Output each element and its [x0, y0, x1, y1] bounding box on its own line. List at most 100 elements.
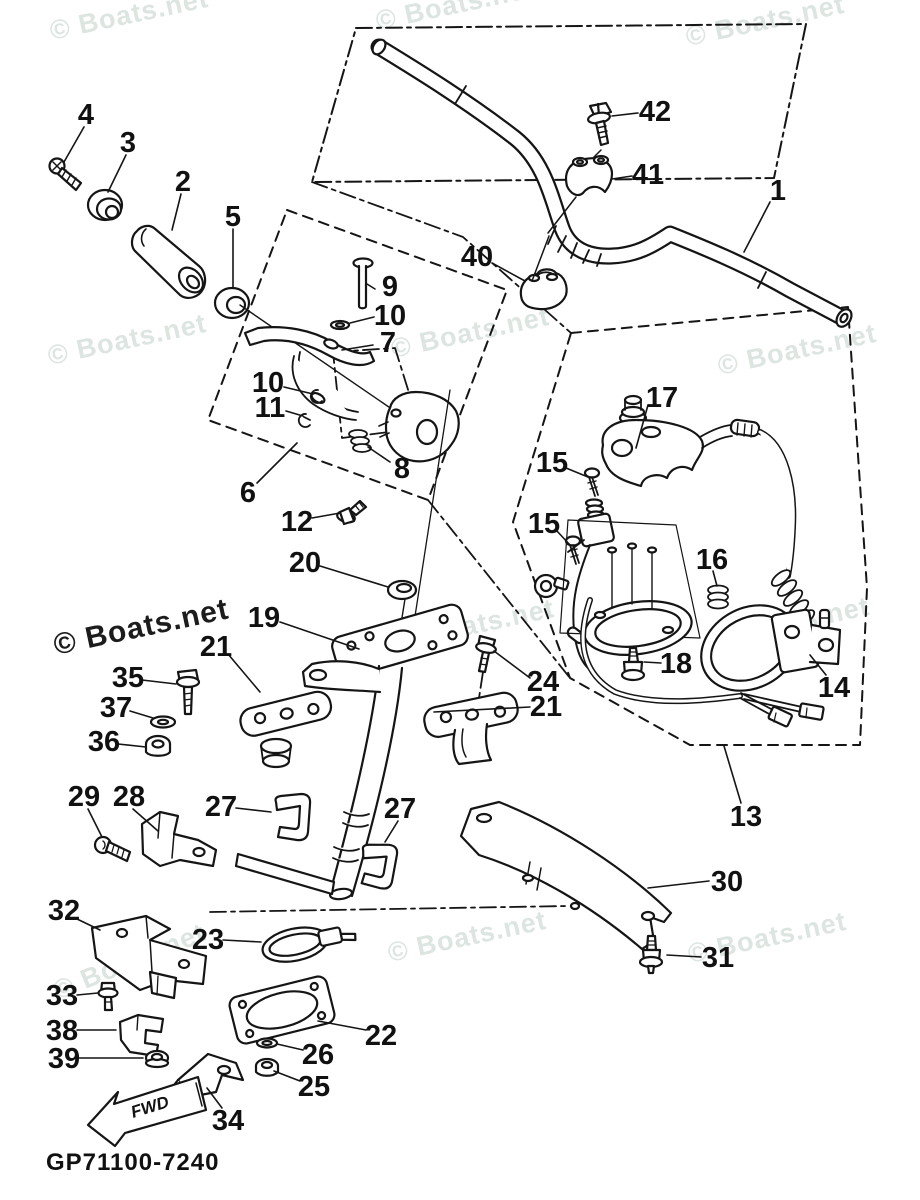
- leader-line-10: [283, 386, 314, 395]
- hose-clamp-23: [261, 926, 357, 963]
- callout-19: 19: [248, 602, 280, 634]
- leader-line-32: [76, 918, 101, 931]
- watermark: © Boats.net: [388, 301, 552, 364]
- handlebar-clamp-40: [519, 235, 568, 311]
- callout-41: 41: [632, 159, 664, 191]
- leader-line-8: [367, 446, 391, 463]
- leader-line-41: [611, 175, 633, 180]
- callout-30: 30: [711, 866, 743, 898]
- callout-1: 1: [770, 175, 786, 207]
- watermark: © Boats.net: [683, 0, 847, 52]
- leader-line-28: [132, 808, 159, 832]
- adjuster-16: [707, 584, 729, 610]
- bolt-29: [93, 835, 132, 863]
- callout-32: 32: [48, 895, 80, 927]
- screw-15-upper: [583, 467, 601, 497]
- leader-line-15: [555, 529, 571, 546]
- leader-line-6: [256, 442, 298, 484]
- clip-10-lower: [309, 389, 323, 404]
- cable-clamp-14: [700, 604, 842, 692]
- diagram-code: GP71100-7240: [46, 1149, 219, 1176]
- callout-11: 11: [255, 392, 286, 424]
- leader-line-17: [635, 404, 649, 449]
- leader-line-3: [107, 154, 127, 193]
- bracket-21-left: [239, 690, 333, 769]
- callout-23: 23: [192, 924, 224, 956]
- leader-line-9: [366, 283, 376, 290]
- watermark: © Boats.net: [47, 0, 211, 46]
- bolt-33: [97, 981, 119, 1012]
- leader-line-10: [349, 316, 375, 324]
- clamp-27-left: [274, 792, 312, 842]
- leader-line-16: [712, 570, 718, 587]
- leader-line-29: [87, 808, 103, 838]
- clip-11: [297, 413, 311, 428]
- callout-25: 25: [298, 1071, 330, 1103]
- callout-34: 34: [212, 1105, 244, 1137]
- wire-harness: [580, 597, 825, 728]
- leader-line-26: [276, 1043, 304, 1051]
- leader-line-22: [317, 1020, 367, 1031]
- bracket-21-right: [423, 691, 519, 766]
- leader-line-36: [117, 743, 147, 748]
- alignment-chain-lines: [209, 181, 572, 913]
- leader-line-13: [723, 745, 742, 804]
- handlebar-clamp-41: [547, 149, 614, 234]
- nut-25: [254, 1057, 280, 1077]
- callout-17: 17: [646, 382, 678, 414]
- callout-7: 7: [380, 327, 396, 359]
- callout-24: 24: [527, 666, 559, 698]
- callout-10: 10: [252, 367, 284, 399]
- screw-4: [48, 157, 83, 192]
- steering-column-19: [301, 603, 469, 901]
- bushing-20: [386, 579, 418, 631]
- callout-4: 4: [78, 99, 94, 131]
- callout-40: 40: [461, 241, 493, 273]
- leader-line-40: [491, 262, 526, 282]
- leader-line-33: [76, 992, 99, 996]
- callout-26: 26: [302, 1039, 334, 1071]
- callout-12: 12: [281, 506, 313, 538]
- callout-10: 10: [374, 300, 406, 332]
- leader-line-15: [565, 467, 589, 478]
- callout-20: 20: [289, 547, 321, 579]
- handlebar-group-box: [311, 23, 807, 183]
- leader-line-1: [743, 201, 771, 253]
- leader-line-2: [171, 193, 182, 231]
- leader-line-31: [666, 954, 702, 958]
- throttle-base: [559, 519, 701, 656]
- throttle-group-box-13: [512, 306, 868, 746]
- callout-37: 37: [100, 692, 132, 724]
- callout-39: 39: [48, 1043, 80, 1075]
- watermark: © Boats.net: [45, 308, 209, 371]
- callout-layer: 1234567891010111213141515161718192021212…: [46, 96, 850, 1137]
- washer-10-upper: [329, 319, 351, 331]
- throttle-housing-17: [601, 418, 797, 579]
- callout-6: 6: [240, 477, 256, 509]
- callout-21: 21: [530, 691, 562, 723]
- lever-housing: [378, 390, 460, 463]
- washer-26: [255, 1037, 279, 1049]
- nut-36: [144, 734, 172, 757]
- callout-8: 8: [394, 453, 410, 485]
- clamp-bracket-28: [140, 810, 218, 868]
- leader-line-23: [222, 939, 262, 943]
- bolt-18: [620, 646, 646, 682]
- watermark: © Boats.net: [715, 318, 879, 381]
- callout-9: 9: [382, 271, 398, 303]
- callout-15: 15: [536, 447, 568, 479]
- leader-line-30: [647, 880, 710, 889]
- watermark: © Boats.net: [373, 0, 537, 36]
- mount-bar: [234, 852, 336, 896]
- leader-line-25: [273, 1070, 301, 1082]
- leader-line-27: [235, 807, 272, 813]
- callout-15: 15: [528, 508, 560, 540]
- bolt-31: [638, 934, 664, 975]
- leader-line-14: [809, 654, 827, 676]
- callout-16: 16: [696, 544, 728, 576]
- spring-8: [348, 429, 372, 453]
- bolt-35: [175, 668, 201, 716]
- callout-3: 3: [120, 127, 136, 159]
- leader-line-4: [63, 126, 85, 163]
